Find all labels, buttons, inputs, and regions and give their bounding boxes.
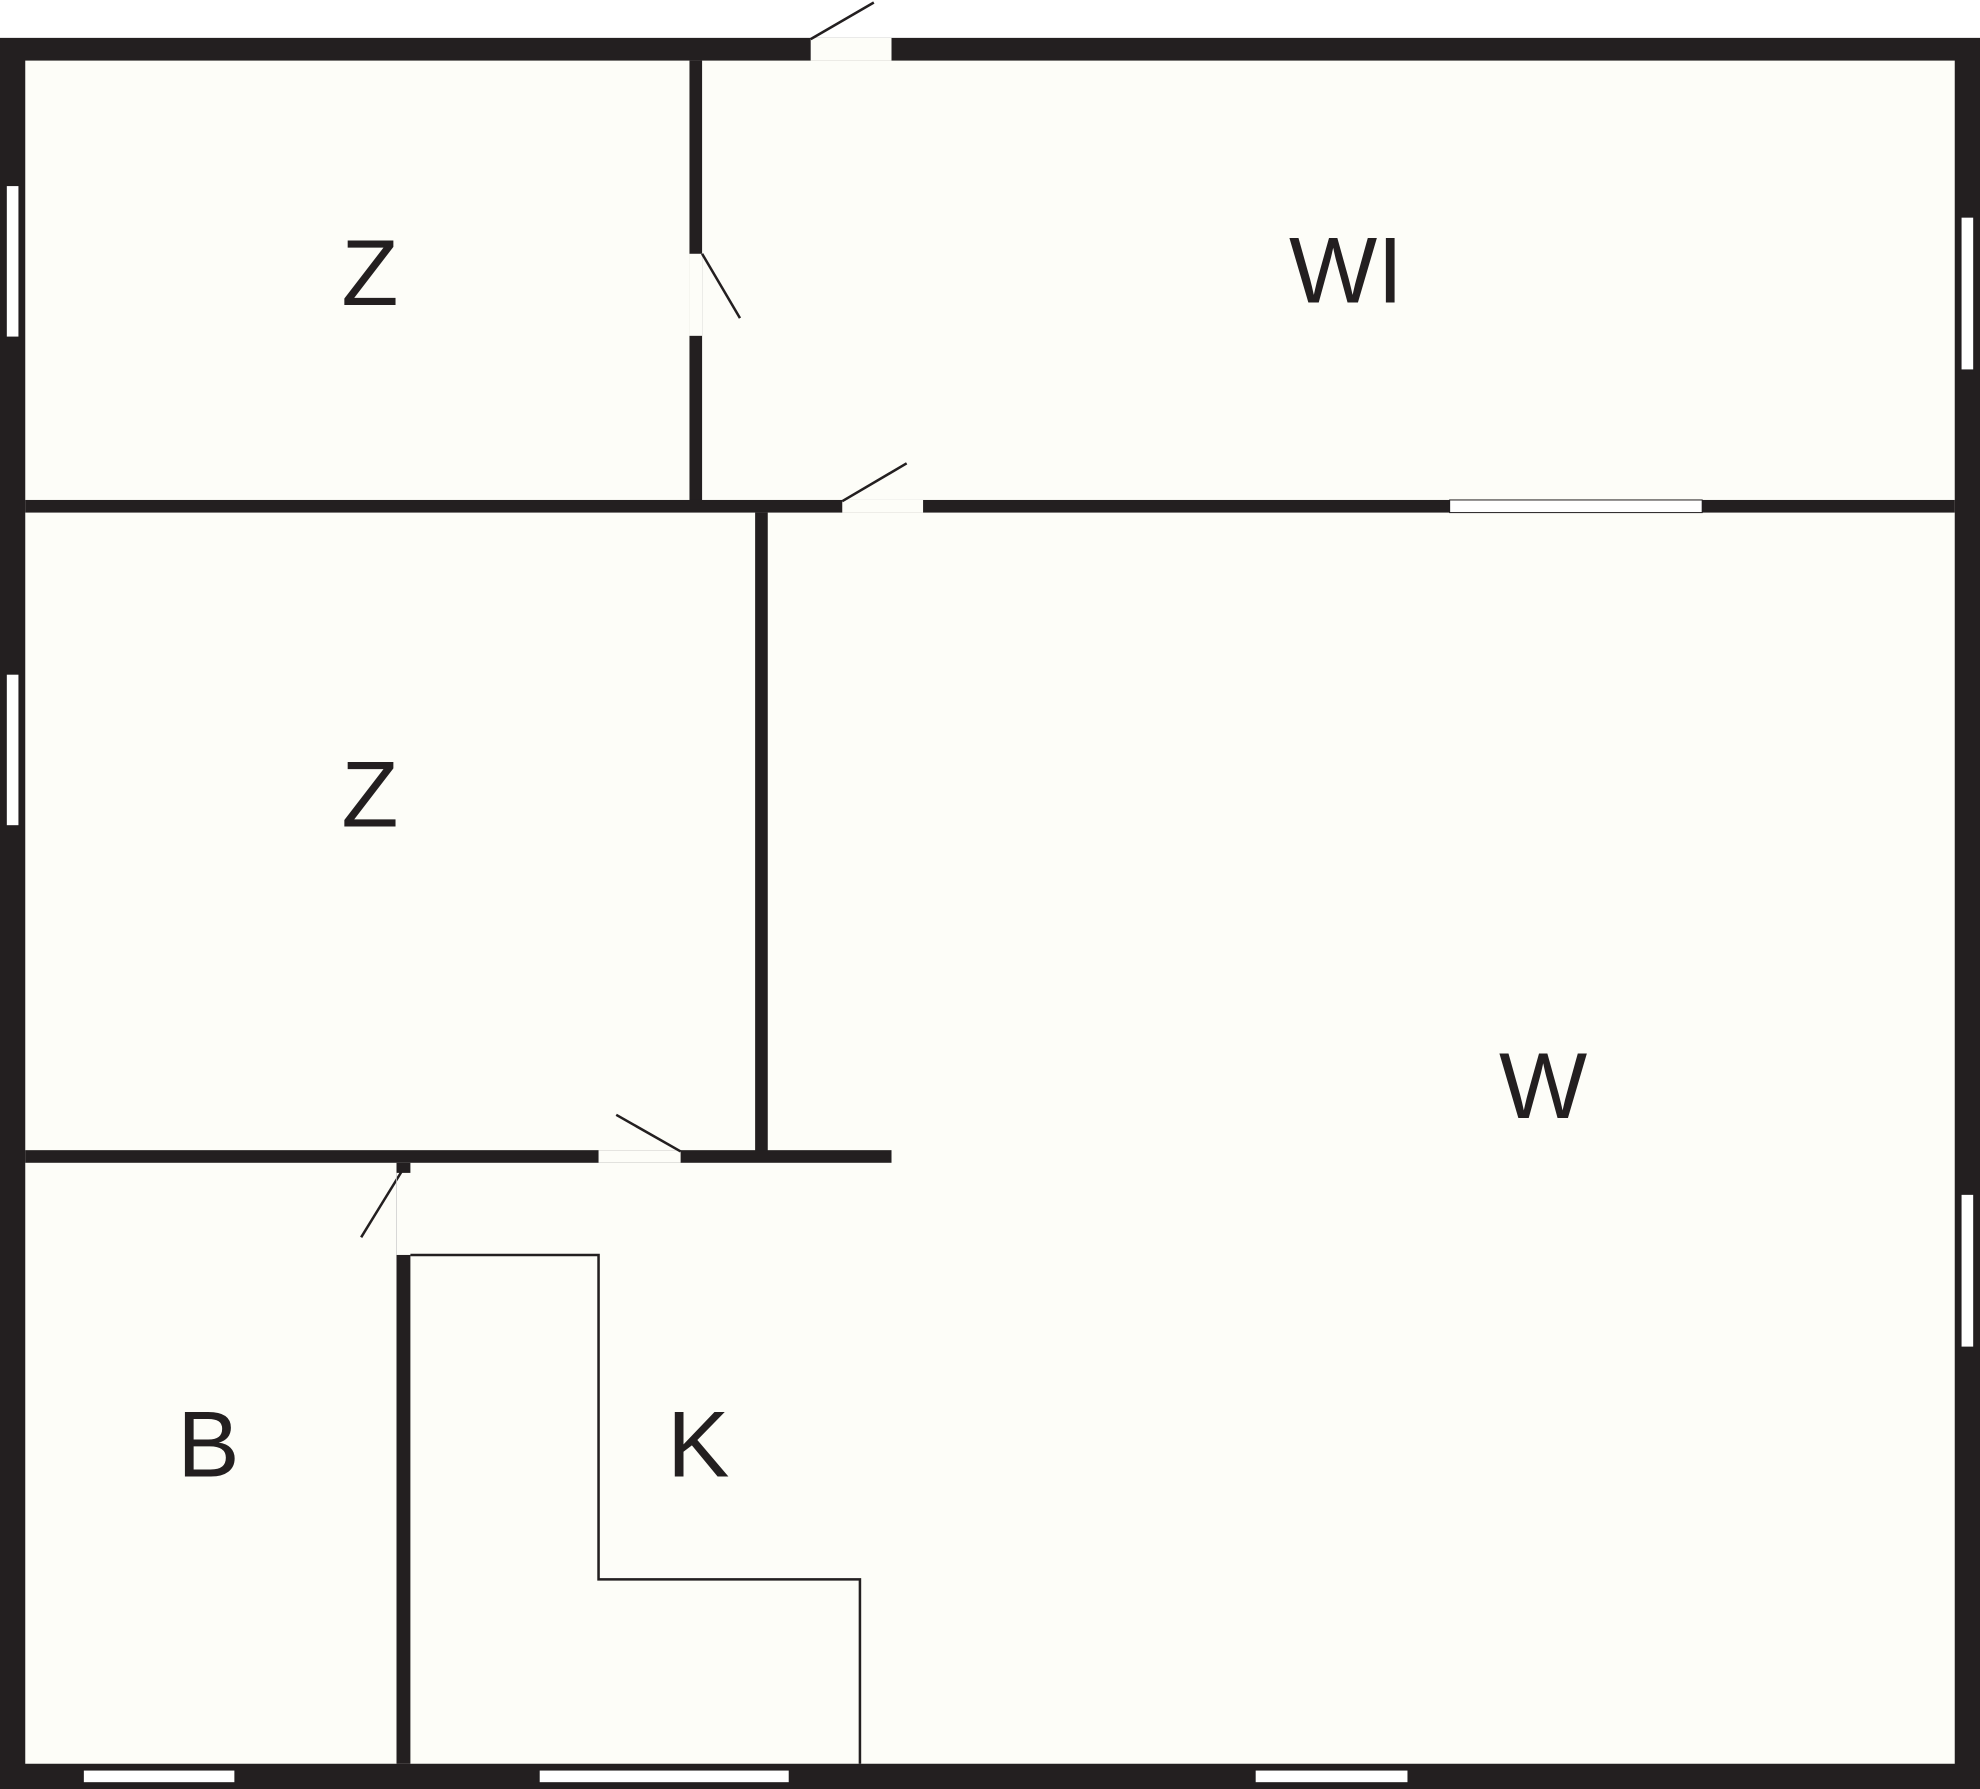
door-opening-z-top bbox=[689, 253, 703, 336]
entrance-door-swing bbox=[810, 1, 875, 41]
glazed-partition bbox=[1449, 499, 1703, 514]
floor bbox=[25, 60, 1955, 1764]
wall-horizontal-lower bbox=[25, 1150, 892, 1163]
wall-z-w bbox=[755, 512, 768, 1157]
room-label-z-middle: Z bbox=[341, 741, 398, 846]
door-swing-wi-w bbox=[841, 462, 908, 503]
window-bottom-kitchen bbox=[538, 1769, 790, 1784]
entrance-door-opening bbox=[810, 37, 892, 61]
kitchen-counter bbox=[410, 1253, 862, 1764]
window-bottom-living bbox=[1254, 1769, 1409, 1784]
room-label-wi: WI bbox=[1289, 217, 1403, 322]
door-opening-wi-w bbox=[842, 499, 924, 513]
door-opening-z-middle bbox=[598, 1150, 681, 1163]
wall-bathroom bbox=[396, 1162, 411, 1173]
window-left-middle bbox=[5, 673, 20, 827]
door-swing-z-top bbox=[701, 253, 742, 319]
window-bottom-bathroom bbox=[82, 1769, 236, 1784]
room-label-w: W bbox=[1499, 1033, 1587, 1138]
door-swing-z-middle bbox=[615, 1113, 682, 1153]
door-swing-bathroom bbox=[360, 1170, 403, 1238]
window-left-top bbox=[5, 185, 20, 338]
window-right-bottom bbox=[1960, 1193, 1975, 1348]
room-label-b: B bbox=[177, 1392, 239, 1497]
room-label-k: K bbox=[667, 1392, 729, 1497]
wall-bathroom-lower bbox=[396, 1254, 411, 1764]
window-right-top bbox=[1960, 216, 1975, 371]
room-label-z-top: Z bbox=[341, 220, 398, 325]
